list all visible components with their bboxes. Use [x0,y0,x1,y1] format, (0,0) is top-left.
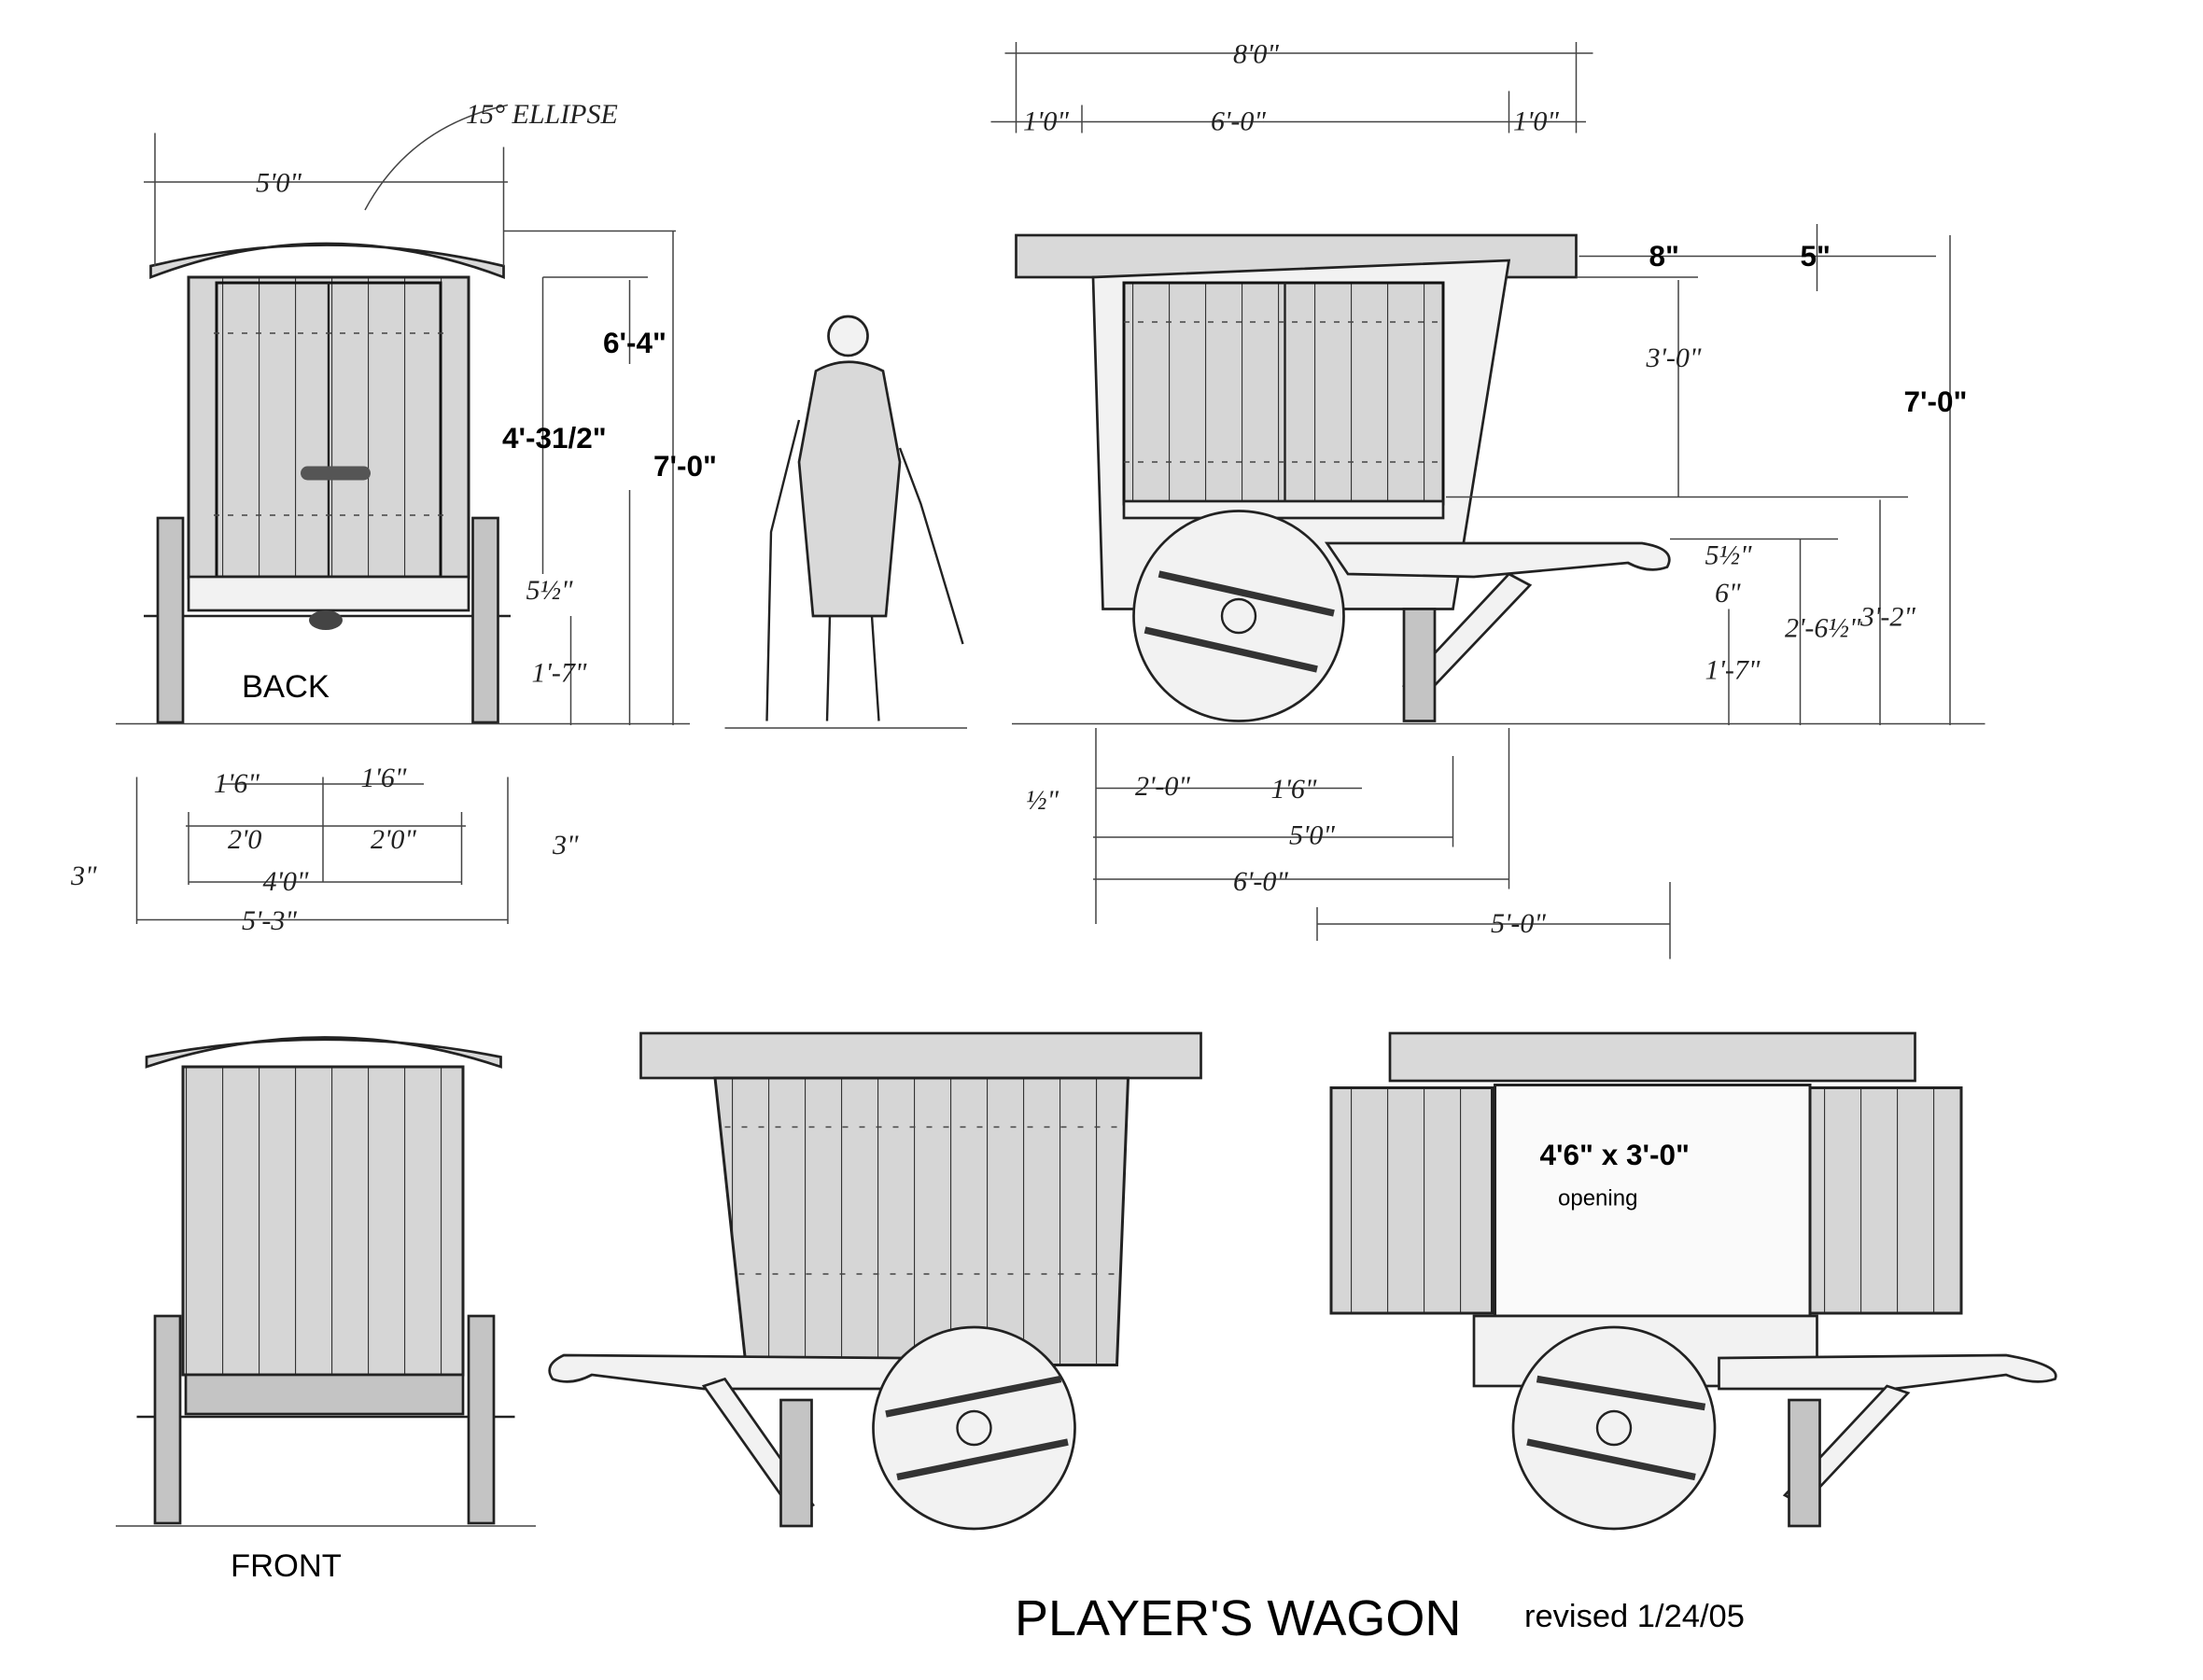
opening-size: 4'6" x 3'-0" [1540,1138,1690,1171]
opening [1494,1084,1812,1318]
back-width-dim: 5'0" [256,168,302,199]
side-dim-8-0: 8'0" [1233,39,1279,70]
side-dim-5-5: 5½" [1705,540,1753,571]
back-dim-6-4: 6'-4" [603,326,667,359]
side-dim-1-6: 1'6" [1271,774,1317,805]
side-dim-1-7: 1'-7" [1705,655,1761,686]
side-wheel [1132,510,1345,722]
open-right-door [1805,1086,1963,1315]
back-view: 15° ELLIPSE 5'0" 6'-4" 4'-31/2" 7'-0" 5½… [70,99,717,936]
ellipse-note: 15° ELLIPSE [466,99,618,130]
back-wheel-left [156,516,185,724]
plan-dim-overall-5-3: 5'-3" [242,905,297,936]
plan-dim-inner-4-0: 4'0" [263,866,309,897]
plan-dim-right-3: 3" [552,830,579,861]
side-dim-7-0: 7'-0" [1904,385,1968,418]
back-dim-1-7: 1'-7" [532,658,587,689]
side-dim-5-0: 5'0" [1289,820,1335,851]
side-dim-2-0: 2'-0" [1135,771,1190,802]
side-view: 8'0" 1'0" 6'-0" 1'0" 8" 5" 3'-0" 7'-0" 5… [990,39,1986,959]
side-dim-8: 8" [1649,239,1679,273]
side-shaft [1324,541,1671,579]
side-dim-left-1-0: 1'0" [1023,106,1069,137]
revision-note: revised 1/24/05 [1524,1599,1745,1634]
plan-dim-right-1-6: 1'6" [361,763,407,793]
side-view-open: 4'6" x 3'-0" opening [1329,1031,2057,1531]
side-dim-2-6-5: 2'-6½" [1785,613,1861,644]
plan-dim-right-2-0: 2'0" [371,824,416,855]
front-view: FRONT [115,1036,536,1584]
sheet-title: PLAYER'S WAGON [1015,1590,1461,1646]
front-view-label: FRONT [231,1548,342,1584]
side-dim-6-0: 6'-0" [1211,106,1266,137]
side-dim-right-1-0: 1'0" [1513,106,1559,137]
plan-dim-left-2-0: 2'0 [228,824,261,855]
side-view-left [548,1031,1202,1531]
open-left-door [1329,1086,1494,1315]
door-latch [301,466,371,481]
back-wheel-right [471,516,499,724]
human-scale-figure [724,315,967,729]
side-dim-3-2: 3'-2" [1859,602,1915,633]
back-dim-7-0: 7'-0" [653,449,717,483]
back-dim-5-5: 5½" [526,575,574,606]
side-dim-3-0: 3'-0" [1646,343,1702,373]
opening-label: opening [1558,1186,1637,1211]
side-dim-6: 6" [1715,578,1741,609]
side-door [1122,281,1445,506]
plan-dim-left-1-6: 1'6" [214,768,260,799]
side-dim-6-0-bottom: 6'-0" [1233,866,1288,897]
side-dim-shaft-5-0: 5'-0" [1491,908,1546,939]
side-dim-5: 5" [1801,239,1831,273]
plan-dim-left-3: 3" [70,861,97,891]
back-roof [149,242,505,279]
back-view-label: BACK [242,669,330,705]
back-dim-4-3-5: 4'-31/2" [502,421,607,455]
side-dim-half: ½" [1026,785,1059,816]
